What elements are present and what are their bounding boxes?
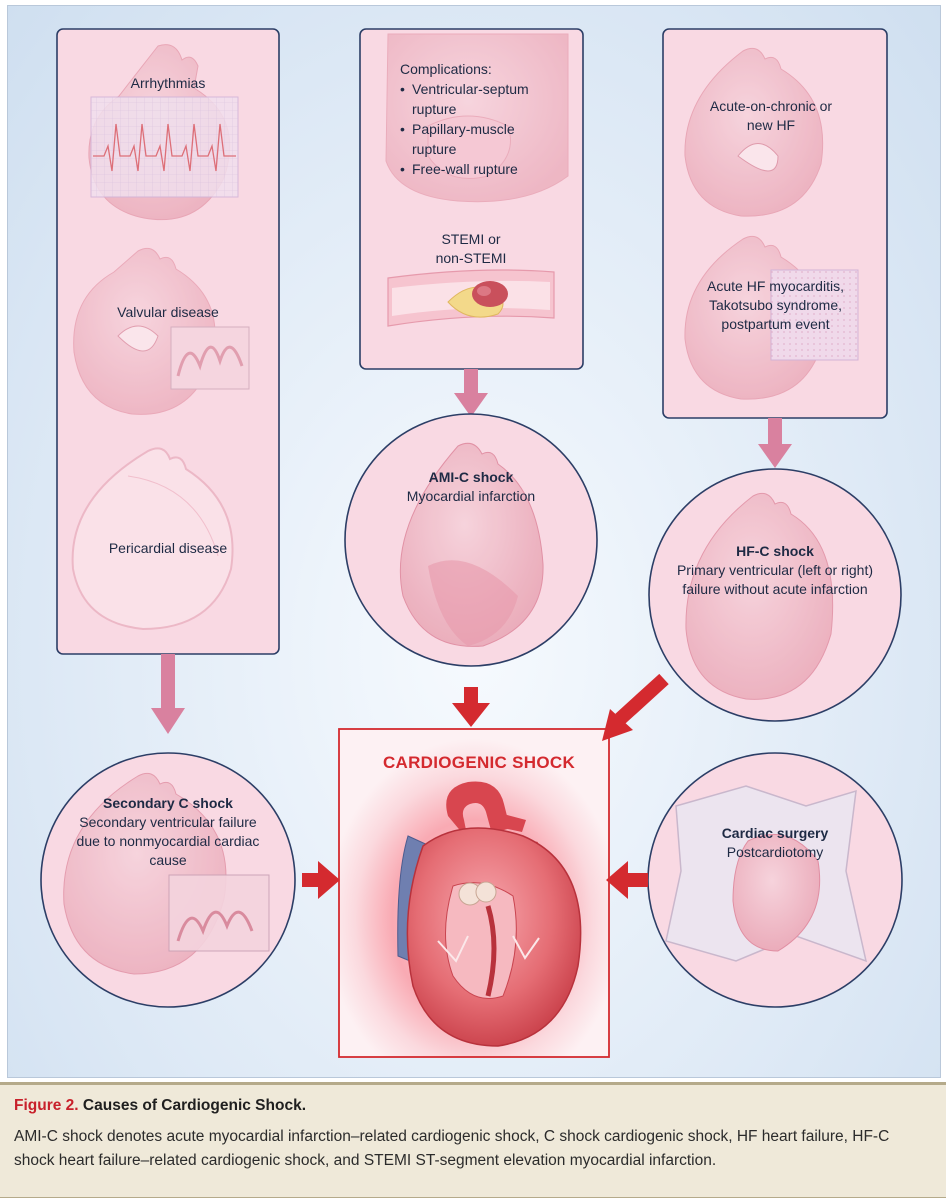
label-pericardial-disease: Pericardial disease [108, 540, 228, 556]
arrow-surgery-to-shock [606, 861, 628, 899]
central-heart-illustration [397, 781, 582, 1047]
label-arrhythmias: Arrhythmias [130, 75, 206, 91]
complications-title: Complications: [400, 61, 492, 77]
arrow-ami-to-shock [452, 703, 490, 727]
hf-circle [648, 468, 902, 722]
right-panel [662, 28, 888, 419]
cardiogenic-shock-title: CARDIOGENIC SHOCK [382, 753, 576, 772]
secondary-valve-inset [168, 874, 270, 952]
label-valvular-disease: Valvular disease [117, 304, 219, 320]
secondary-circle [40, 752, 296, 1008]
surgery-heart-illustration [732, 833, 821, 952]
ami-text: Myocardial infarction [406, 488, 536, 504]
complication-item: Ventricular-septum rupture [400, 79, 560, 119]
label-hf-c-shock: HF-C shock Primary ventricular (left or … [668, 542, 882, 599]
chronic-hf-heart-illustration [684, 47, 824, 217]
pericardial-heart-illustration [71, 447, 234, 631]
ami-circle [344, 413, 598, 667]
arrow-right-to-hf [758, 444, 792, 468]
complication-item: Free-wall rupture [400, 159, 560, 179]
caption-heading: Causes of Cardiogenic Shock. [82, 1097, 307, 1114]
surgery-circle [647, 752, 903, 1008]
arrow-secondary-to-shock [318, 861, 340, 899]
figure-label: Figure 2. [14, 1097, 79, 1114]
pink-arrows [151, 369, 792, 734]
arrhythmia-heart-illustration [88, 44, 239, 221]
arrow-hf-to-shock [615, 673, 669, 725]
ecg-trace [93, 123, 236, 172]
ami-title: AMI-C shock [428, 469, 514, 485]
hf-heart-illustration [685, 492, 834, 700]
surgery-text: Postcardiotomy [726, 844, 824, 860]
artery-illustration [387, 269, 555, 327]
surgery-title: Cardiac surgery [721, 825, 829, 841]
complications-list: Complications: Ventricular-septum ruptur… [400, 59, 560, 179]
arrow-middle-to-ami [454, 393, 488, 417]
label-cardiac-surgery: Cardiac surgery Postcardiotomy [705, 824, 845, 862]
valve-inset [170, 326, 250, 390]
figure-caption: Figure 2. Causes of Cardiogenic Shock. A… [0, 1082, 946, 1198]
hf-text: Primary ventricular (left or right) fail… [676, 562, 874, 597]
complication-item: Papillary-muscle rupture [400, 119, 560, 159]
label-secondary-c-shock: Secondary C shock Secondary ventricular … [71, 794, 265, 870]
valvular-heart-illustration [73, 247, 250, 415]
left-panel [56, 28, 280, 655]
caption-text: AMI-C shock denotes acute myocardial inf… [14, 1128, 890, 1169]
secondary-text: Secondary ventricular failure due to non… [76, 814, 260, 868]
label-ami-c-shock: AMI-C shock Myocardial infarction [391, 468, 551, 506]
secondary-title: Secondary C shock [103, 795, 233, 811]
red-arrows [302, 673, 669, 899]
myocarditis-heart-illustration [684, 235, 859, 400]
caption-title: Figure 2. Causes of Cardiogenic Shock. [14, 1097, 306, 1115]
arrow-left-to-secondary [151, 708, 185, 734]
cardiogenic-shock-box [338, 728, 610, 1058]
label-stemi: STEMI or non-STEMI [435, 231, 507, 266]
hf-title: HF-C shock [736, 543, 814, 559]
diagram-artwork [40, 28, 903, 1058]
figure: Arrhythmias Valvular disease Pericardial… [7, 5, 941, 1078]
label-myocarditis: Acute HF myocarditis, Takotsubo syndrome… [707, 278, 844, 332]
label-acute-on-chronic: Acute-on-chronic or new HF [709, 98, 833, 133]
